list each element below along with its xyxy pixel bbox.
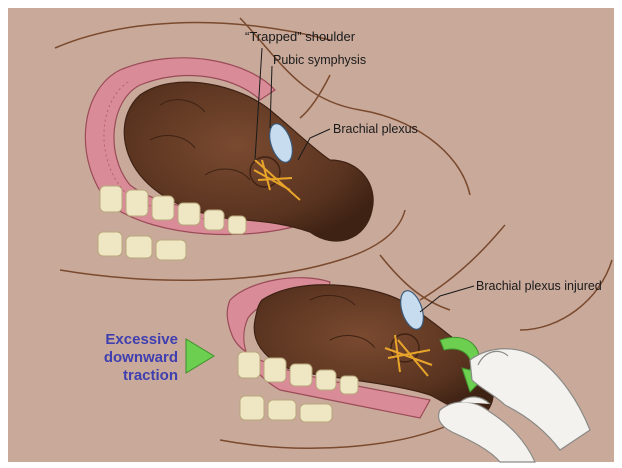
label-pubic-symphysis: Pubic symphysis bbox=[273, 53, 366, 67]
traction-line-2: downward bbox=[104, 349, 178, 366]
label-brachial-plexus-injured: Brachial plexus injured bbox=[476, 279, 602, 293]
label-trapped-shoulder: “Trapped” shoulder bbox=[245, 29, 356, 44]
traction-line-1: Excessive bbox=[105, 331, 178, 348]
label-brachial-plexus: Brachial plexus bbox=[333, 122, 418, 136]
traction-line-3: traction bbox=[123, 367, 178, 384]
